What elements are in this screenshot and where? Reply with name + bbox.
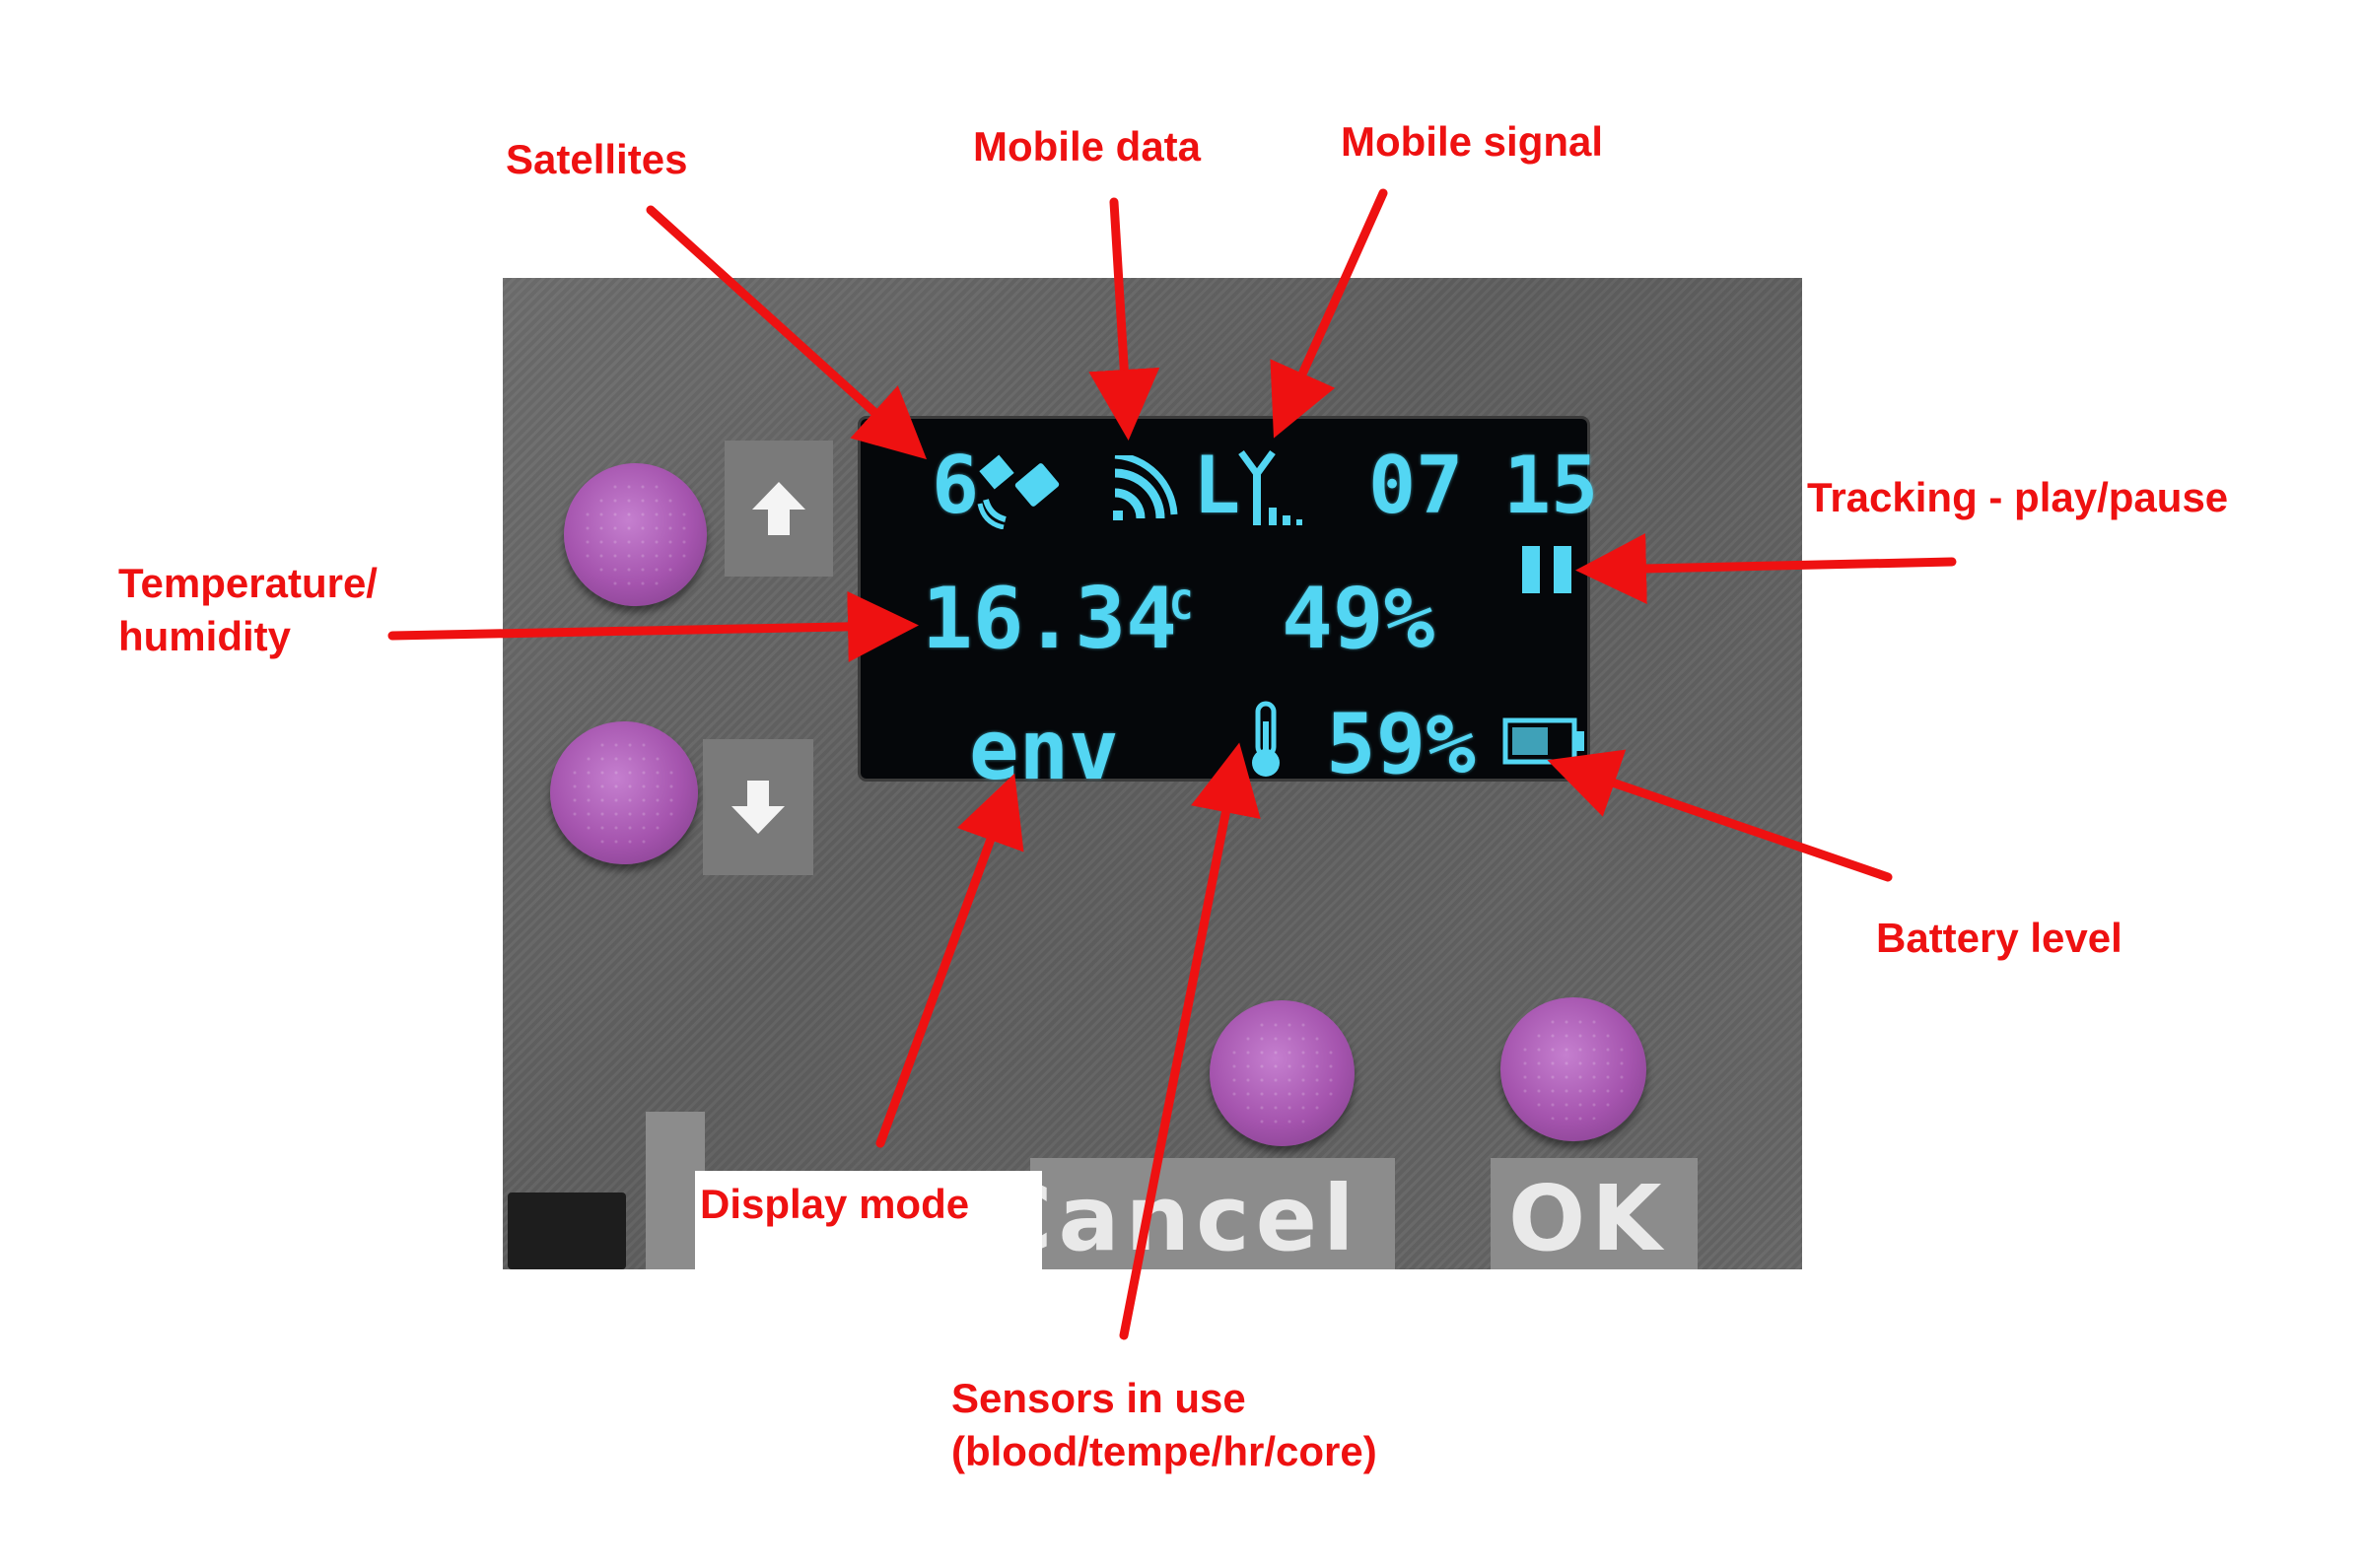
mobile-signal-icon [1238, 449, 1302, 525]
up-button[interactable] [564, 463, 707, 606]
up-arrow-icon [752, 482, 805, 535]
satellite-icon [977, 454, 1060, 529]
display-mode-arrow [875, 773, 1024, 1148]
up-arrow-pad [725, 441, 833, 577]
down-arrow-pad [703, 739, 813, 875]
temperature-arrow [387, 590, 919, 662]
mobile-data-letter: L [1193, 440, 1241, 531]
cancel-plate [1030, 1158, 1395, 1269]
sensors-label-line2: (blood/tempe/hr/core) [951, 1428, 1377, 1474]
mobile-signal-arrow [1270, 188, 1388, 439]
clock-hours: 07 [1368, 440, 1464, 531]
satellites-arrow [646, 205, 928, 460]
cancel-button[interactable] [1210, 1000, 1355, 1146]
sensor-value: 59% [1326, 696, 1476, 792]
down-arrow-icon [731, 781, 785, 834]
clock-minutes: 15 [1503, 440, 1599, 531]
down-button[interactable] [550, 721, 698, 864]
ok-button[interactable] [1500, 997, 1646, 1141]
battery-icon [1502, 717, 1584, 765]
mobile-data-arrow [1088, 197, 1160, 441]
mobile-signal-label: Mobile signal [1341, 118, 1604, 165]
temperature-unit: °C [1146, 583, 1194, 629]
ok-label: OK [1508, 1166, 1668, 1271]
display-mode-label: Display mode [700, 1181, 970, 1227]
sensors-arrow [1119, 742, 1261, 1340]
tracking-arrow [1575, 532, 1957, 604]
battery-label: Battery level [1876, 915, 2122, 961]
temperature-label-line2: humidity [118, 613, 291, 659]
oled-screen [861, 419, 1587, 779]
cancel-label: Cancel [986, 1166, 1360, 1271]
temperature-label-line1: Temperature/ [118, 560, 378, 606]
display-mode-label-box [695, 1171, 1042, 1274]
ok-plate [1491, 1158, 1698, 1269]
side-slot [508, 1193, 626, 1269]
tracking-label: Tracking - play/pause [1807, 474, 2229, 520]
humidity-value: 49% [1282, 570, 1435, 668]
temperature-value: 16.34 [922, 570, 1177, 668]
satellites-label: Satellites [506, 136, 688, 182]
satellite-count: 6 [932, 440, 980, 531]
battery-arrow [1547, 749, 1893, 882]
mobile-data-icon [1113, 455, 1178, 520]
sensors-label-line1: Sensors in use [951, 1375, 1246, 1421]
pause-icon[interactable] [1518, 544, 1577, 595]
mobile-data-label: Mobile data [973, 123, 1202, 170]
